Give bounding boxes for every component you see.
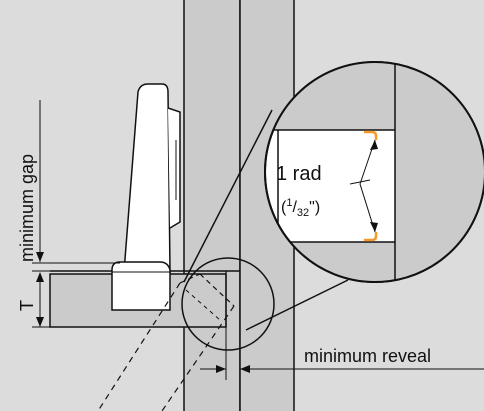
thickness-label: T [17,300,37,311]
tangent-line-upper [183,109,273,283]
open-door-dash-edge [199,273,235,307]
radius-arrow-down [370,222,378,232]
open-door-dash-left [97,282,181,411]
radius-arrow-up [370,140,378,150]
tangent-line-lower [245,279,349,331]
thickness-arrow-down [36,317,44,327]
radius-label: 1 rad [276,163,322,185]
hinge-arm [123,83,171,273]
radius-corner-top [364,130,378,140]
cabinet-side-wall [183,0,241,411]
hinge-cup [111,261,171,311]
radius-leader-junction [349,179,371,185]
reveal-arrow-right [216,365,226,373]
hinge-arm-side [167,107,181,229]
reveal-arrow-left [240,365,250,373]
radius-corner-bottom [364,232,378,242]
gap-arrow-up [36,272,44,282]
gap-arrow-down [36,252,44,262]
radius-fraction-label: (1/32") [281,197,320,219]
open-door-dash-top [179,273,201,284]
minimum-reveal-label: minimum reveal [304,346,431,366]
minimum-gap-label: minimum gap [17,154,37,262]
detail-circle-small [181,257,275,351]
